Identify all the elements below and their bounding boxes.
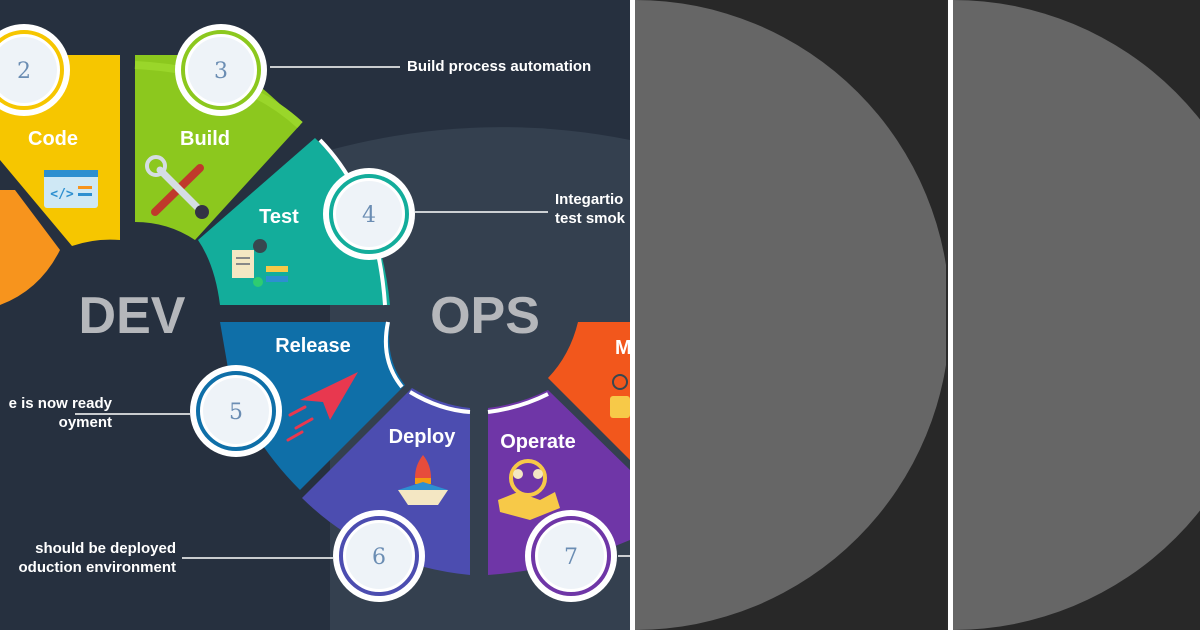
annotation-test: Integartio test smok — [555, 191, 626, 227]
deploy-outer-arc — [408, 390, 471, 414]
operate-outer-arc — [487, 392, 549, 414]
stage-orange-segment — [0, 190, 60, 305]
annotation-build: Build process automation — [407, 58, 592, 75]
svg-text:</>: </> — [50, 187, 74, 202]
tools-icon — [145, 155, 209, 219]
stage-release-segment — [220, 322, 405, 490]
badge-5-number: 5 — [229, 400, 243, 425]
annotation-release: e is now ready oyment — [8, 395, 112, 431]
badge-2: 2 — [0, 24, 70, 116]
team-handshake-icon — [498, 459, 560, 520]
stage-code-label: Code — [28, 128, 78, 150]
badge-3: 3 — [175, 24, 267, 116]
paper-plane-icon — [286, 372, 358, 442]
devops-wheel: Code </> Build — [0, 24, 630, 630]
ops-center-label: OPS — [430, 287, 540, 345]
code-icon: </> — [44, 170, 98, 208]
stage-release-label: Release — [275, 335, 351, 357]
divider-line — [630, 0, 635, 630]
devops-infographic: Code </> Build — [0, 0, 630, 630]
badge-7: 7 — [525, 510, 617, 602]
badge-2-number: 2 — [17, 59, 31, 84]
rocket-icon — [398, 455, 448, 505]
divider-line — [948, 0, 953, 630]
badge-4: 4 — [323, 168, 415, 260]
release-outer-arc — [383, 321, 404, 389]
badge-5: 5 — [190, 365, 282, 457]
test-icon — [232, 239, 288, 287]
annotation-deploy: should be deployed oduction environment — [18, 540, 177, 576]
badge-6: 6 — [333, 510, 425, 602]
stage-test-label: Test — [259, 206, 299, 228]
placeholder-panel — [635, 0, 946, 630]
stage-build-label: Build — [180, 128, 230, 150]
monitor-person-icon — [610, 374, 630, 418]
badge-6-number: 6 — [372, 545, 386, 570]
badge-7-number: 7 — [564, 545, 578, 570]
stage-monitor: M — [548, 322, 630, 460]
placeholder-circle — [635, 0, 946, 630]
dev-center-label: DEV — [79, 287, 186, 345]
stage-release: Release — [220, 321, 405, 490]
stage-deploy-label: Deploy — [389, 426, 457, 448]
badge-4-number: 4 — [362, 203, 376, 228]
placeholder-panel — [953, 0, 1200, 630]
stage-monitor-segment — [548, 322, 630, 460]
badge-3-number: 3 — [214, 59, 228, 84]
stage-operate-label: Operate — [500, 431, 576, 453]
stage-monitor-label: M — [615, 337, 630, 359]
placeholder-circle — [953, 0, 1200, 630]
